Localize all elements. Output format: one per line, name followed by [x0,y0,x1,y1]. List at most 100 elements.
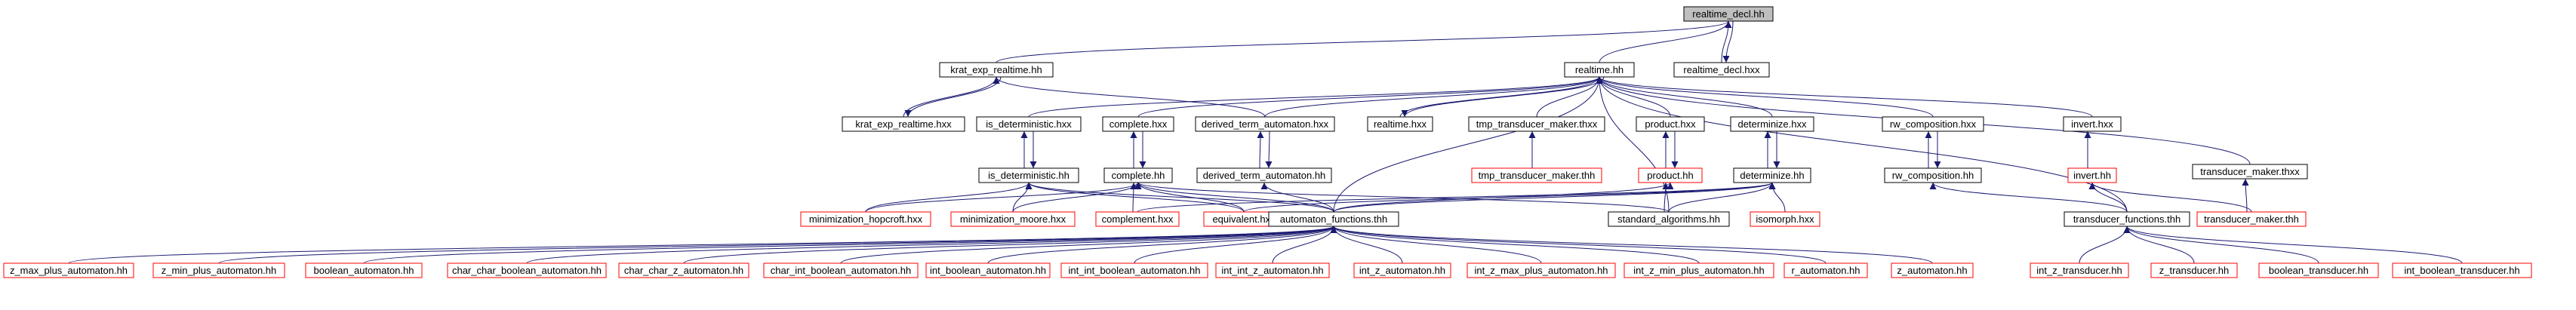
node-rw-composition-hxx[interactable]: rw_composition.hxx [1882,116,1984,132]
node-box [1638,167,1703,183]
node-box [152,262,285,278]
node-box [1784,262,1868,278]
node-transducer-maker-thxx[interactable]: transducer_maker.thxx [2192,164,2308,180]
node-int-int-z-automaton-hh[interactable]: int_int_z_automaton.hh [1215,262,1330,278]
node-label: realtime_decl.hxx [1683,64,1760,75]
node-z-transducer-hh[interactable]: z_transducer.hh [2150,262,2238,278]
node-box [939,62,1054,78]
node-int-z-max-plus-automaton-hh[interactable]: int_z_max_plus_automaton.hh [1467,262,1616,278]
node-product-hxx[interactable]: product.hxx [1636,116,1705,132]
node-boolean-transducer-hh[interactable]: boolean_transducer.hh [2258,262,2379,278]
node-label: derived_term_automaton.hh [1203,170,1326,181]
node-z-min-plus-automaton-hh[interactable]: z_min_plus_automaton.hh [152,262,285,278]
node-int-int-boolean-automaton-hh[interactable]: int_int_boolean_automaton.hh [1060,262,1208,278]
node-label: rw_composition.hxx [1890,118,1977,130]
edge-krat_exp_realtime_hh-to-krat_exp_realtime_hxx [903,76,1000,118]
node-label: invert.hxx [2071,118,2113,130]
node-box [1882,116,1984,132]
node-box [1268,211,1399,227]
node-int-boolean-transducer-hh[interactable]: int_boolean_transducer.hh [2392,262,2532,278]
node-box [618,262,749,278]
edge-automaton_functions_thh-to-z_automaton_hh [1330,226,1933,264]
node-rw-composition-hh[interactable]: rw_composition.hh [1884,167,1982,183]
node-label: automaton_functions.thh [1280,213,1387,225]
node-int-z-automaton-hh[interactable]: int_z_automaton.hh [1353,262,1451,278]
node-minimization-hopcroft-hxx[interactable]: minimization_hopcroft.hxx [800,211,931,227]
edge-automaton_functions_thh-to-r_automaton_hh [1330,226,1827,264]
node-z-automaton-hh[interactable]: z_automaton.hh [1891,262,1974,278]
edge-complete_hh-to-automaton_functions_thh [1134,182,1334,213]
edge-product_hh-to-standard_algorithms_hh [1662,182,1670,213]
edge-realtime_hh-to-automaton_functions_thh [1333,76,1603,213]
node-is-deterministic-hxx[interactable]: is_deterministic.hxx [976,116,1082,132]
node-complement-hxx[interactable]: complement.hxx [1095,211,1180,227]
edge-transducer_functions_thh-to-z_transducer_hh [2123,226,2195,264]
node-label: int_z_transducer.hh [2036,265,2122,276]
edge-realtime_decl_hh-to-realtime_decl_hxx [1721,20,1732,63]
node-z-max-plus-automaton-hh[interactable]: z_max_plus_automaton.hh [3,262,134,278]
node-automaton-functions-thh[interactable]: automaton_functions.thh [1268,211,1399,227]
node-tmp-transducer-maker-thxx[interactable]: tmp_transducer_maker.thxx [1468,116,1605,132]
node-tmp-transducer-maker-thh[interactable]: tmp_transducer_maker.thh [1471,167,1602,183]
node-char-char-z-automaton-hh[interactable]: char_char_z_automaton.hh [618,262,749,278]
edge-realtime_hh-to-invert_hxx [1596,76,2093,118]
node-box [763,262,919,278]
node-char-int-boolean-automaton-hh[interactable]: char_int_boolean_automaton.hh [763,262,919,278]
node-box [2067,167,2117,183]
node-box [976,116,1082,132]
node-boolean-automaton-hh[interactable]: boolean_automaton.hh [305,262,423,278]
node-int-z-transducer-hh[interactable]: int_z_transducer.hh [2030,262,2129,278]
edge-determinize_hh-to-automaton_functions_thh [1333,182,1776,213]
node-label: krat_exp_realtime.hxx [855,118,952,130]
edge-determinize_hh-to-complement_hxx [1137,182,1776,213]
edge-realtime_hh-to-rw_composition_hxx [1596,76,1934,118]
edge-automaton_functions_thh-to-char_int_boolean_automaton_hh [840,226,1337,264]
edge-complete_hh-to-standard_algorithms_hh [1134,182,1670,213]
node-derived-term-automaton-hh[interactable]: derived_term_automaton.hh [1196,167,1332,183]
node-label: transducer_maker.thxx [2200,166,2300,177]
node-determinize-hxx[interactable]: determinize.hxx [1730,116,1814,132]
node-realtime-decl-hxx[interactable]: realtime_decl.hxx [1673,62,1770,78]
node-derived-term-automaton-hxx[interactable]: derived_term_automaton.hxx [1195,116,1335,132]
node-product-hh[interactable]: product.hh [1638,167,1703,183]
node-label: realtime_decl.hh [1692,8,1764,20]
node-char-char-boolean-automaton-hh[interactable]: char_char_boolean_automaton.hh [447,262,607,278]
node-transducer-maker-thh[interactable]: transducer_maker.thh [2196,211,2307,227]
node-standard-algorithms-hh[interactable]: standard_algorithms.hh [1608,211,1730,227]
node-transducer-functions-thh[interactable]: transducer_functions.thh [2064,211,2190,227]
node-box [2030,262,2129,278]
node-krat-exp-realtime-hxx[interactable]: krat_exp_realtime.hxx [842,116,965,132]
edge-determinize_hh-to-equivalent_hxx [1243,182,1776,213]
edge-transducer_functions_thh-to-int_z_transducer_hh [2079,226,2131,264]
edge-invert_hh-to-transducer_maker_thh [2088,182,2252,213]
node-label: krat_exp_realtime.hh [950,64,1042,75]
node-minimization-moore-hxx[interactable]: minimization_moore.hxx [950,211,1076,227]
node-box [1884,167,1982,183]
node-krat-exp-realtime-hh[interactable]: krat_exp_realtime.hh [939,62,1054,78]
node-box [1195,116,1335,132]
node-label: transducer_maker.thh [2204,213,2299,225]
node-int-boolean-automaton-hh[interactable]: int_boolean_automaton.hh [925,262,1051,278]
node-invert-hh[interactable]: invert.hh [2067,167,2117,183]
node-complete-hxx[interactable]: complete.hxx [1102,116,1174,132]
node-label: int_boolean_transducer.hh [2404,265,2519,276]
node-int-z-min-plus-automaton-hh[interactable]: int_z_min_plus_automaton.hh [1623,262,1774,278]
edge-automaton_functions_thh-to-int_int_boolean_automaton_hh [1134,226,1337,264]
node-label: derived_term_automaton.hxx [1202,118,1329,130]
node-label: transducer_functions.thh [2073,213,2181,225]
node-realtime-hxx[interactable]: realtime.hxx [1367,116,1433,132]
node-box [2192,164,2308,180]
node-label: z_automaton.hh [1897,265,1967,276]
node-determinize-hh[interactable]: determinize.hh [1733,167,1811,183]
node-r-automaton-hh[interactable]: r_automaton.hh [1784,262,1868,278]
node-label: is_deterministic.hxx [986,118,1072,130]
node-label: equivalent.hxx [1212,213,1276,225]
node-complete-hh[interactable]: complete.hh [1103,167,1173,183]
node-invert-hxx[interactable]: invert.hxx [2063,116,2122,132]
node-realtime-hh[interactable]: realtime.hh [1564,62,1635,78]
node-label: int_z_automaton.hh [1359,265,1445,276]
node-box [2392,262,2532,278]
node-isomorph-hxx[interactable]: isomorph.hxx [1750,211,1820,227]
node-is-deterministic-hh[interactable]: is_deterministic.hh [978,167,1079,183]
edge-derived_term_automaton_hh-to-derived_term_automaton_hxx [1265,130,1273,169]
